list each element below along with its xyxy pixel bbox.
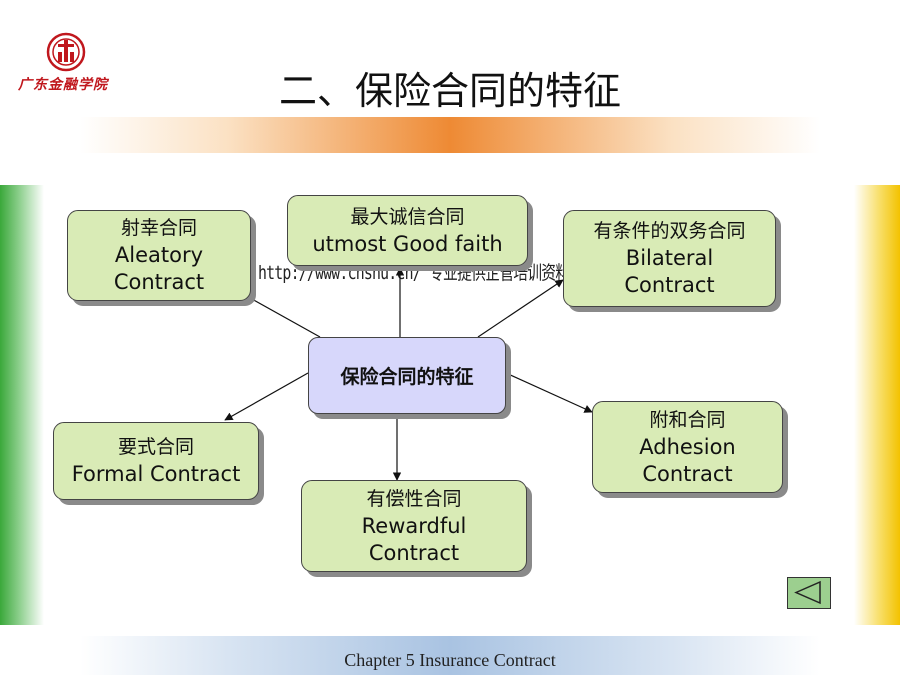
node-bilateral-en-line1: Bilateral [625, 246, 714, 270]
node-rewardful: 有偿性合同 Rewardful Contract [301, 480, 527, 572]
node-rewardful-en-line1: Rewardful [361, 513, 467, 538]
arrow-to-aleatory [249, 297, 321, 338]
node-rewardful-en-line2: Contract [368, 540, 460, 565]
slide-title: 二、保险合同的特征 [278, 69, 621, 113]
node-aleatory: 射幸合同 Aleatory Contract [67, 210, 251, 301]
node-formal-zh: 要式合同 [117, 436, 194, 458]
node-adhesion-en-line2: Contract [642, 461, 733, 486]
college-logo: 广东金融学院 [8, 30, 118, 100]
node-formal: 要式合同 Formal Contract [53, 422, 259, 500]
back-button[interactable] [787, 577, 831, 609]
watermark-text: http://www.cnshu.cn/ 专业提供企管培训资料 [258, 262, 570, 284]
title-underline-band [80, 117, 820, 153]
footer-chapter-text: Chapter 5 Insurance Contract [344, 650, 556, 670]
arrow-to-adhesion [505, 372, 593, 413]
node-good-faith-zh: 最大诚信合同 [350, 205, 465, 228]
college-name: 广东金融学院 [18, 77, 108, 93]
node-aleatory-en-line2: Contract [113, 270, 205, 294]
node-good-faith: 最大诚信合同 utmost Good faith [287, 195, 528, 266]
node-bilateral-zh: 有条件的双务合同 [593, 220, 746, 242]
node-formal-en: Formal Contract [71, 462, 241, 486]
node-adhesion: 附和合同 Adhesion Contract [592, 401, 783, 493]
node-bilateral-en-line2: Contract [624, 273, 715, 297]
footer-band [80, 636, 820, 675]
node-bilateral: 有条件的双务合同 Bilateral Contract [563, 210, 776, 307]
node-aleatory-zh: 射幸合同 [120, 217, 197, 239]
node-good-faith-en: utmost Good faith [312, 231, 503, 256]
node-aleatory-en-line1: Aleatory [114, 243, 204, 267]
college-emblem-icon [46, 32, 86, 72]
arrow-to-formal [224, 372, 309, 421]
left-gradient-band [0, 185, 44, 625]
triangle-left-icon [794, 580, 821, 605]
right-gradient-band [854, 185, 900, 625]
node-center: 保险合同的特征 [308, 337, 506, 414]
node-adhesion-en-line1: Adhesion [639, 434, 736, 459]
arrow-to-bilateral [477, 279, 564, 338]
node-rewardful-zh: 有偿性合同 [366, 487, 462, 510]
node-adhesion-zh: 附和合同 [649, 408, 726, 431]
